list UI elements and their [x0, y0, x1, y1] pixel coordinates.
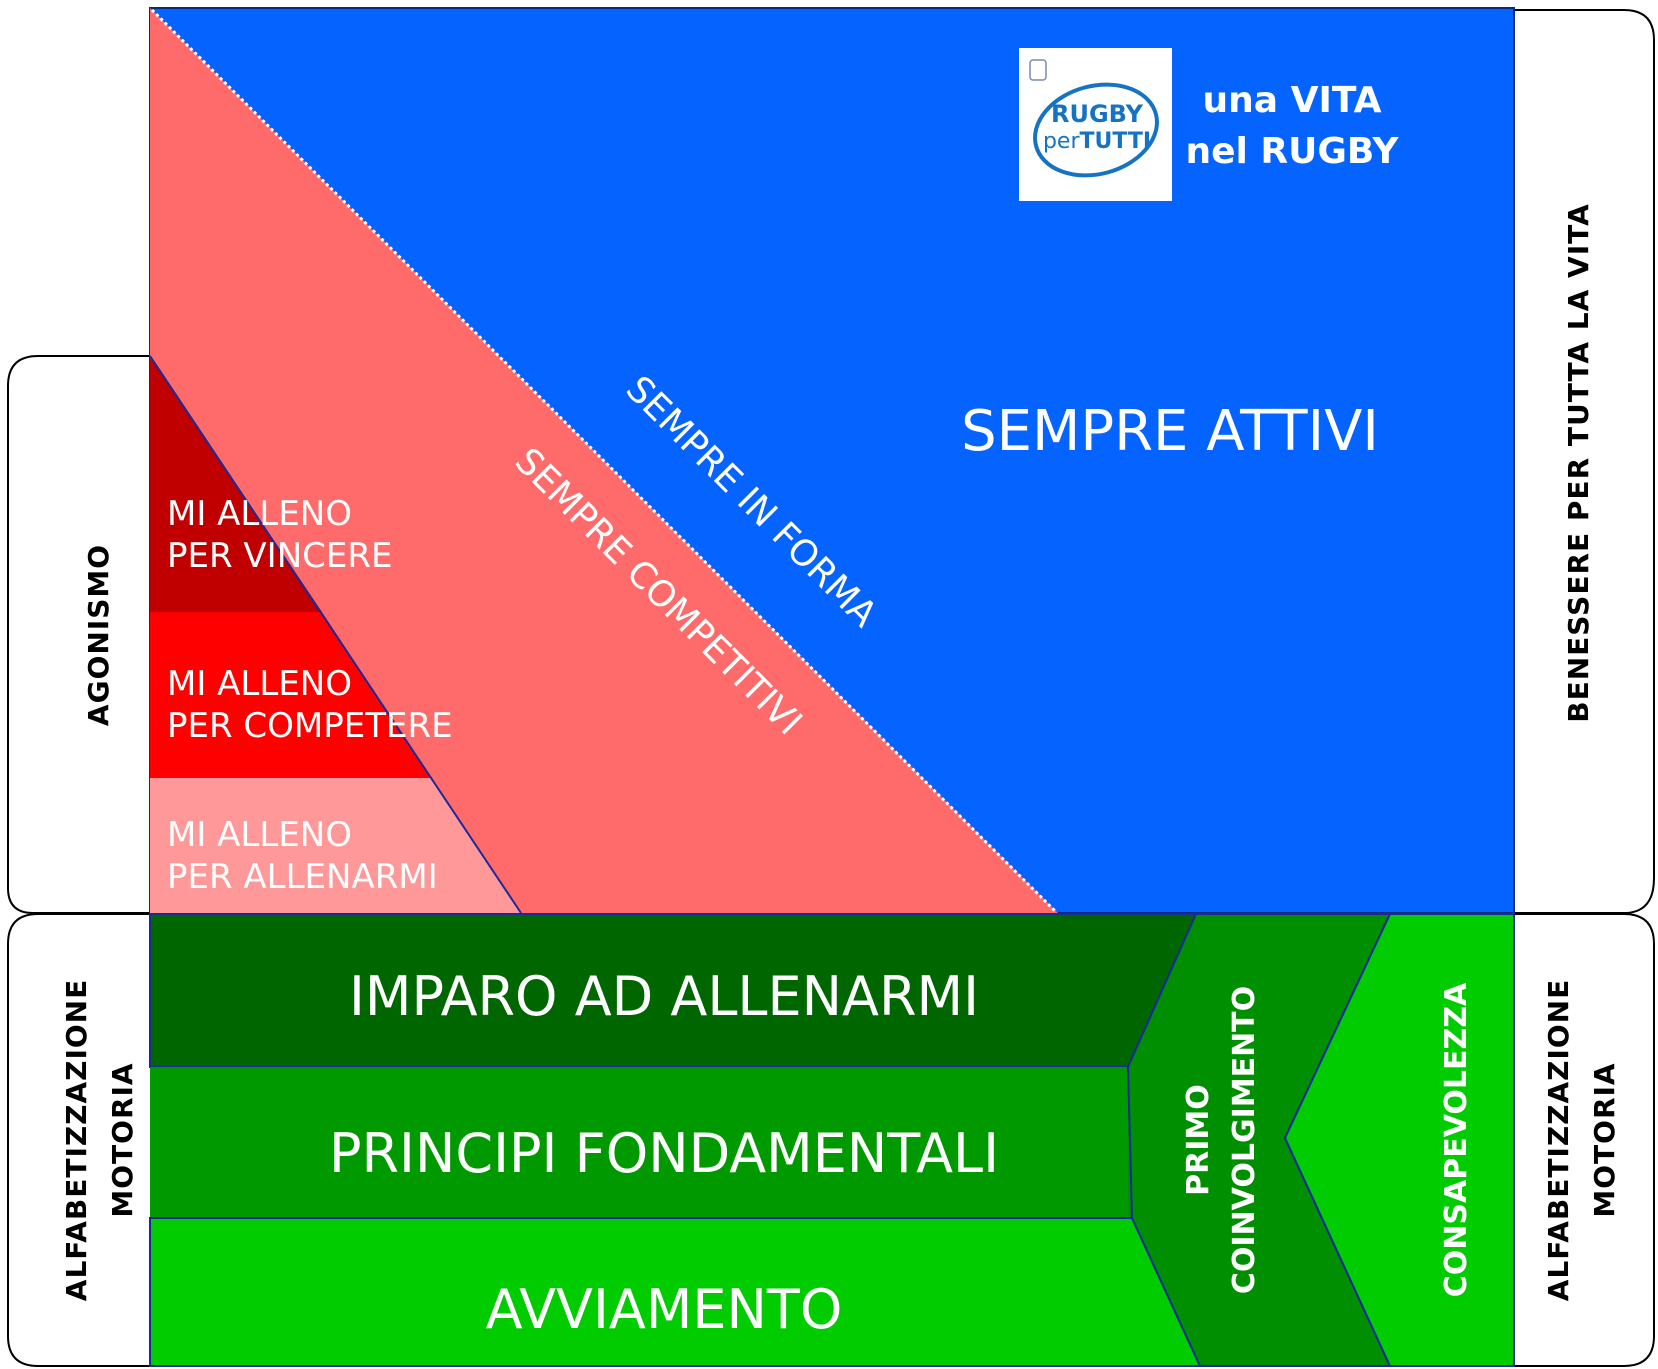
- allenarmi-label-line1: MI ALLENO: [167, 815, 352, 855]
- rugby-per-tutti-logo: RUGBY perTUTTI: [1019, 48, 1172, 201]
- mi-alleno-per-allenarmi-zone: [150, 778, 521, 913]
- sempre-attivi-label: SEMPRE ATTIVI: [961, 399, 1379, 464]
- alfabetizzazione-right-line2: MOTORIA: [1588, 1062, 1621, 1217]
- right-alfabetizzazione-frame: [1514, 913, 1655, 1367]
- allenarmi-label-line2: PER ALLENARMI: [167, 857, 438, 897]
- vincere-label-line1: MI ALLENO: [167, 494, 352, 534]
- diagonal-dotted-line: [150, 8, 1058, 914]
- consapevolezza-label: CONSAPEVOLEZZA: [1439, 982, 1474, 1297]
- mi-alleno-per-competere-zone: [150, 612, 431, 778]
- benessere-label: BENESSERE PER TUTTA LA VITA: [1562, 203, 1595, 723]
- left-agonismo-frame: [7, 355, 150, 914]
- vincere-label-line2: PER VINCERE: [167, 536, 392, 576]
- alfabetizzazione-left-line2: MOTORIA: [106, 1062, 139, 1217]
- avviamento-label: AVVIAMENTO: [486, 1278, 843, 1341]
- primo-label-line1: PRIMO: [1181, 1084, 1216, 1196]
- alfabetizzazione-right-line1: ALFABETIZZAZIONE: [1542, 979, 1575, 1301]
- left-alfabetizzazione-frame: [7, 913, 150, 1367]
- principi-label: PRINCIPI FONDAMENTALI: [329, 1122, 999, 1185]
- primo-label-line2: COINVOLGIMENTO: [1227, 986, 1262, 1294]
- red-triangle-edge: [149, 355, 522, 914]
- shield-icon: [1029, 59, 1047, 81]
- alfabetizzazione-left-line1: ALFABETIZZAZIONE: [60, 979, 93, 1301]
- imparo-label: IMPARO AD ALLENARMI: [349, 965, 979, 1028]
- logo-line1: RUGBY: [1051, 100, 1144, 128]
- agonismo-label: AGONISMO: [82, 544, 115, 726]
- right-benessere-frame: [1514, 9, 1655, 914]
- competere-label-line2: PER COMPETERE: [167, 706, 453, 746]
- tagline-line1: una VITA: [1203, 80, 1382, 121]
- competere-label-line1: MI ALLENO: [167, 664, 352, 704]
- logo-line2: perTUTTI: [1043, 129, 1151, 154]
- tagline-line2: nel RUGBY: [1186, 131, 1400, 172]
- principi-fondamentali-zone: [150, 1067, 1128, 1218]
- consapevolezza-zone: [1283, 913, 1515, 1367]
